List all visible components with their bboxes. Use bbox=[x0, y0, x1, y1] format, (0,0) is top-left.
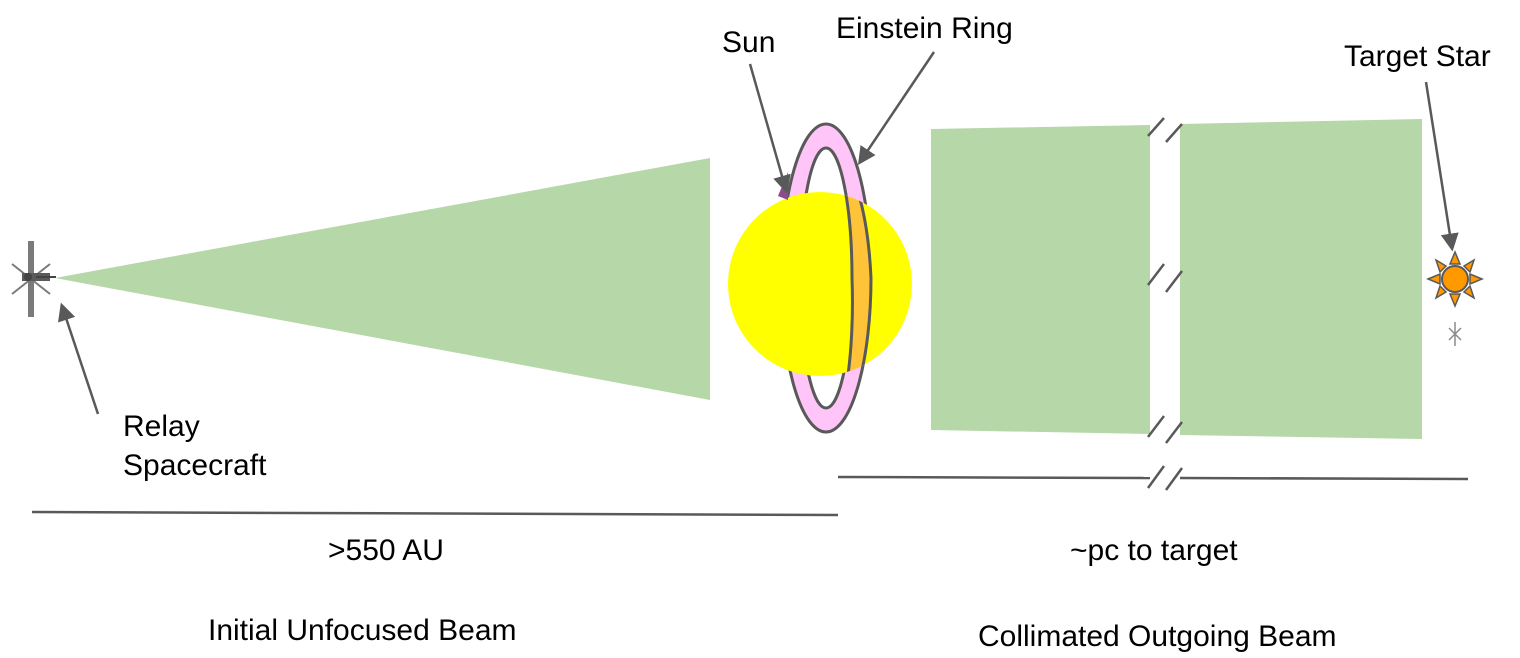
sun-label: Sun bbox=[722, 26, 775, 59]
distance-far-label: ~pc to target bbox=[1070, 534, 1238, 567]
relay-label-line1: Relay bbox=[123, 410, 200, 443]
relay-spacecraft-arrow bbox=[58, 302, 100, 415]
einstein-ring-arrow bbox=[857, 51, 936, 165]
target-star-arrow bbox=[1424, 81, 1459, 252]
spacecraft-icon bbox=[11, 241, 56, 317]
small-spacecraft-icon bbox=[1448, 322, 1462, 346]
caption-initial-beam: Initial Unfocused Beam bbox=[208, 614, 517, 647]
relay-label-line2: Spacecraft bbox=[123, 449, 267, 482]
collimated-beam-segment-2 bbox=[1180, 119, 1422, 439]
distance-line-near bbox=[31, 510, 839, 517]
distance-line-far bbox=[837, 465, 1469, 491]
target-star-label: Target Star bbox=[1344, 40, 1491, 73]
initial-beam bbox=[55, 158, 710, 400]
beam-break-marks bbox=[1147, 117, 1183, 444]
caption-collimated-beam: Collimated Outgoing Beam bbox=[978, 620, 1337, 653]
sun-arrow bbox=[748, 63, 791, 194]
sun-star-icon bbox=[1426, 250, 1484, 308]
einstein-ring-front-band bbox=[825, 192, 873, 376]
sun-disk bbox=[728, 192, 912, 376]
collimated-beam-segment-1 bbox=[931, 125, 1150, 434]
einstein-ring-label: Einstein Ring bbox=[836, 12, 1013, 45]
distance-near-label: >550 AU bbox=[328, 534, 444, 567]
